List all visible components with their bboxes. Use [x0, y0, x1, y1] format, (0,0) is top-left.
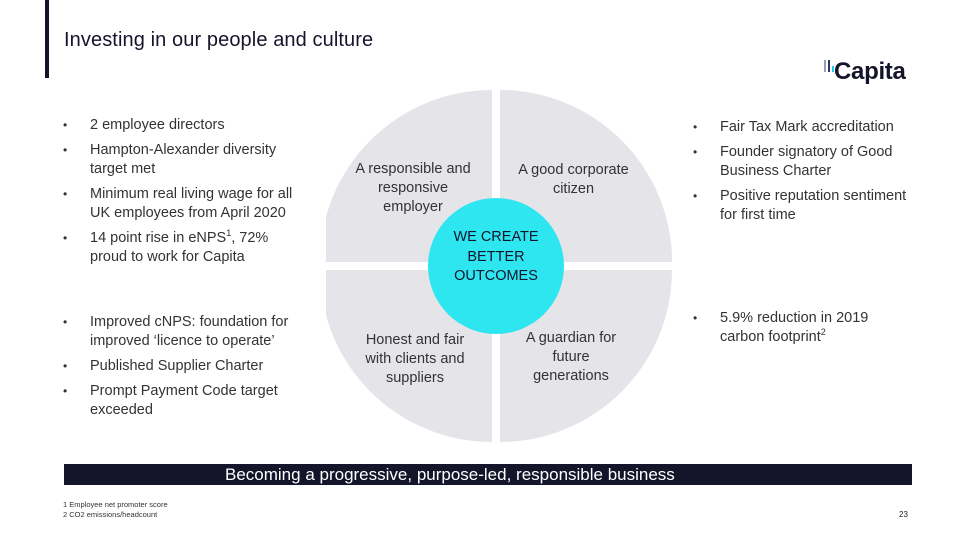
list-item: Fair Tax Mark accreditation: [693, 118, 908, 137]
enps-text: 14 point rise in eNPS: [90, 230, 227, 246]
list-item: Positive reputation sentiment for first …: [693, 187, 908, 225]
banner-text: Becoming a progressive, purpose-led, res…: [225, 465, 675, 484]
footnote-ref: 1: [226, 228, 232, 239]
quadrant-label-clients-suppliers: Honest and fair with clients and supplie…: [365, 332, 465, 386]
environment-list: 5.9% reduction in 2019 carbon footprint2: [693, 309, 908, 347]
list-item: Prompt Payment Code target exceeded: [63, 382, 308, 420]
outcomes-diagram-shapes: [326, 90, 672, 442]
center-label: WE CREATE BETTER OUTCOMES: [453, 229, 539, 284]
enps-text-rest: , 72% proud to work for Capita: [90, 230, 269, 265]
quadrant-label-corporate-citizen: A good corporate citizen: [518, 162, 629, 197]
client-supplier-list: Improved cNPS: foundation for improved ‘…: [63, 313, 308, 426]
footnote: 1 Employee net promoter score: [63, 500, 168, 509]
carbon-text: 5.9% reduction in 2019 carbon footprint: [720, 310, 869, 345]
list-item: Minimum real living wage for all UK empl…: [63, 185, 308, 223]
corporate-citizen-list: Fair Tax Mark accreditation Founder sign…: [693, 118, 908, 231]
list-item-enps: 14 point rise in eNPS1, 72% proud to wor…: [63, 229, 308, 267]
quadrant-label-future-generations: A guardian for future generations: [525, 330, 617, 384]
list-item: Published Supplier Charter: [63, 357, 308, 376]
list-item: Improved cNPS: foundation for improved ‘…: [63, 313, 308, 351]
page-number: 23: [899, 510, 908, 519]
footnotes: 1 Employee net promoter score 2 CO2 emis…: [63, 500, 168, 520]
center-circle: [428, 198, 564, 334]
outcomes-diagram: A responsible and responsive employer A …: [326, 0, 686, 460]
purpose-banner: Becoming a progressive, purpose-led, res…: [64, 464, 912, 485]
footnote-ref: 2: [820, 327, 826, 338]
footnote: 2 CO2 emissions/headcount: [63, 510, 158, 519]
quadrant-label-employer: A responsible and responsive employer: [355, 161, 471, 215]
list-item: Hampton-Alexander diversity target met: [63, 141, 308, 179]
title-accent-bar: [45, 0, 49, 78]
page-title: Investing in our people and culture: [64, 29, 374, 51]
list-item: 2 employee directors: [63, 116, 308, 135]
list-item: Founder signatory of Good Business Chart…: [693, 143, 908, 181]
capita-logo-text: Capita: [834, 58, 906, 85]
people-commitments-list: 2 employee directors Hampton-Alexander d…: [63, 116, 308, 273]
list-item-carbon: 5.9% reduction in 2019 carbon footprint2: [693, 309, 908, 347]
